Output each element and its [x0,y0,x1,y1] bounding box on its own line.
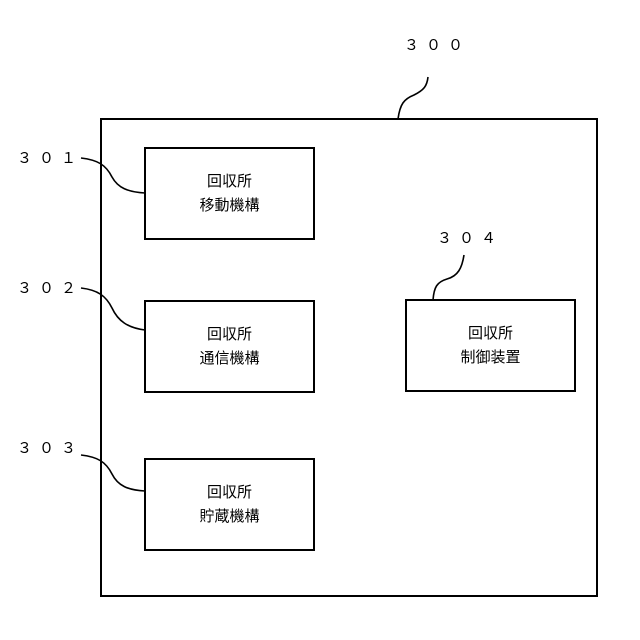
block-line2: 通信機構 [199,347,259,370]
block-line2: 移動機構 [199,194,259,217]
ref-label-301: ３０１ [17,151,83,166]
ref-label-302: ３０２ [17,281,83,296]
block-line1: 回収所 [207,481,252,504]
block-communication-mechanism: 回収所 通信機構 [144,300,315,393]
leader-303 [81,455,145,491]
block-line2: 貯蔵機構 [199,505,259,528]
block-moving-mechanism: 回収所 移動機構 [144,147,315,240]
leader-300 [398,77,428,119]
block-line1: 回収所 [468,322,513,345]
leader-302 [81,288,145,330]
leader-304 [433,255,464,300]
ref-label-304: ３０４ [437,231,503,246]
block-control-device: 回収所 制御装置 [405,299,576,392]
block-line1: 回収所 [207,170,252,193]
block-line2: 制御装置 [460,346,520,369]
ref-label-303: ３０３ [17,441,83,456]
block-line1: 回収所 [207,323,252,346]
block-storage-mechanism: 回収所 貯蔵機構 [144,458,315,551]
leader-301 [81,158,145,193]
ref-label-300: ３００ [404,38,470,53]
